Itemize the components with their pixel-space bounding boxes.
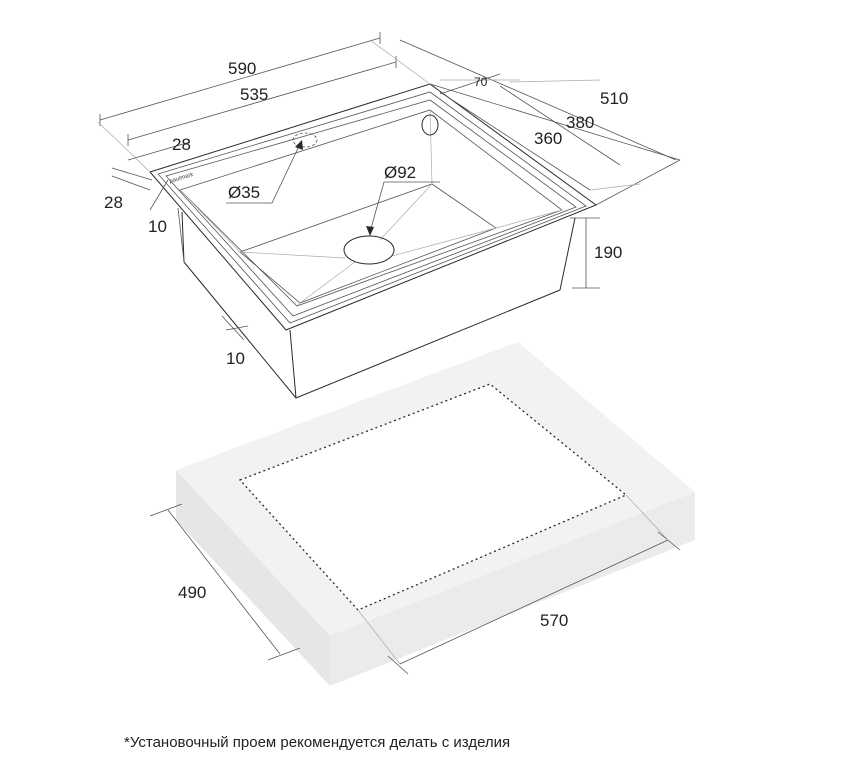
sink-body (149, 83, 598, 399)
dim-depth-380: 380 (566, 113, 594, 132)
dim-rim-10-top: 10 (148, 217, 167, 236)
dim-rim-28-side: 28 (104, 193, 123, 212)
sink-dimension-labels: 590 535 510 380 360 70 28 28 10 10 Ø92 Ø… (104, 59, 628, 368)
dim-depth-360: 360 (534, 129, 562, 148)
dim-drain-hole: Ø92 (384, 163, 416, 182)
dim-width-outer: 590 (228, 59, 256, 78)
dim-rim-10-bottom: 10 (226, 349, 245, 368)
dim-cutout-depth: 490 (178, 583, 206, 602)
dim-depth-outer: 510 (600, 89, 628, 108)
dim-offset-70: 70 (474, 75, 488, 89)
countertop-dimension-lines (149, 494, 681, 675)
dim-cutout-width: 570 (540, 611, 568, 630)
dim-bowl-depth: 190 (594, 243, 622, 262)
dim-width-inner: 535 (240, 85, 268, 104)
countertop (176, 342, 695, 686)
countertop-dimension-labels: 490 570 (178, 583, 568, 630)
dim-overflow-hole: Ø35 (228, 183, 260, 202)
dim-rim-28-top: 28 (172, 135, 191, 154)
installation-note: *Установочный проем рекомендуется делать… (124, 734, 511, 751)
sink-dimension-lines (97, 32, 681, 341)
